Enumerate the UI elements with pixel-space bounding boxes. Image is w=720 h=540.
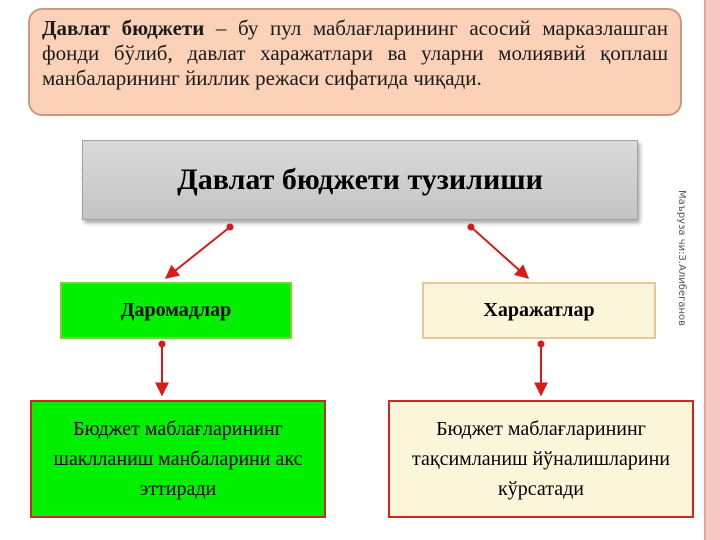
income-description: Бюджет маблағларининг шаклланиш манбалар… [30,400,326,518]
arrow-title-to-expense [470,226,530,279]
diagram-title: Давлат бюджети тузилиши [82,140,638,220]
side-stripe-line [704,0,706,540]
definition-text: – бу пул маблағларининг асосий марказлаш… [42,16,668,90]
side-note: Маъруза чи:З.Алибеганов [676,190,687,327]
definition-box: Давлат бюджети – бу пул маблағларининг а… [28,8,682,116]
arrow-title-to-income [164,226,231,279]
definition-term: Давлат бюджети [42,16,205,40]
income-node: Даромадлар [60,282,292,339]
side-stripe [706,0,720,540]
expense-node: Харажатлар [422,282,656,339]
expense-description: Бюджет маблағларининг тақсимланиш йўнали… [388,400,694,518]
